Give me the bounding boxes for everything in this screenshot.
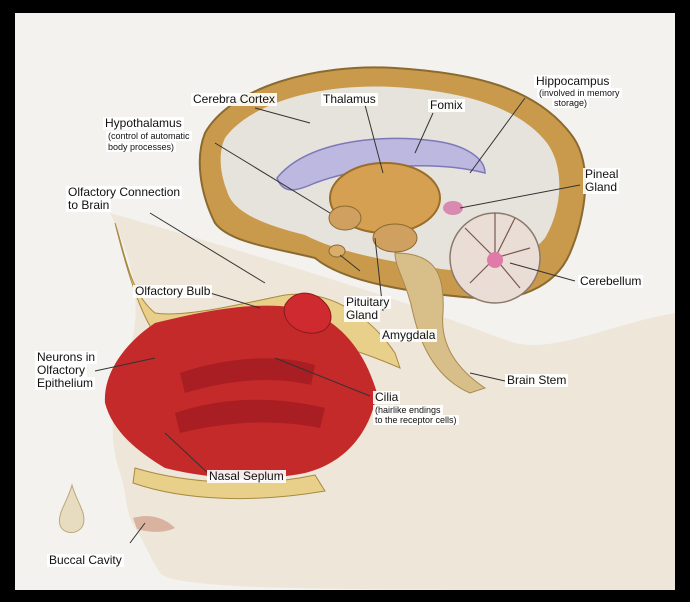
label-cerebellum: Cerebellum: [578, 274, 644, 288]
nasal-cavity: [104, 305, 378, 479]
palate-bone: [132, 467, 326, 500]
lips: [133, 516, 175, 532]
label-cilia: Cilia: [373, 390, 401, 404]
label-olfactory-connection-2: to Brain: [66, 198, 112, 212]
label-cilia-note-2: to the receptor cells): [373, 415, 459, 425]
label-neurons-1: Neurons in: [35, 350, 98, 364]
label-pineal-gland-2: Gland: [583, 180, 620, 194]
label-fornix: Fomix: [428, 98, 465, 112]
brain-stem-shape: [394, 252, 487, 394]
label-pineal-gland-1: Pineal: [583, 167, 621, 181]
leader-lines: [94, 97, 581, 544]
label-olfactory-connection-1: Olfactory Connection: [66, 185, 183, 199]
label-hippocampus-note-2: storage): [552, 98, 590, 108]
cerebellum-core: [487, 252, 503, 268]
label-brain-stem: Brain Stem: [505, 373, 569, 387]
label-cilia-note-1: (hairlike endings: [373, 405, 443, 415]
label-neurons-3: Epithelium: [35, 376, 96, 390]
hypothalamus-shape: [328, 205, 362, 231]
nasal-turbinate-1: [180, 358, 315, 393]
label-hippocampus-note-1: (involved in memory: [537, 88, 622, 98]
label-hypothalamus-note-1: (control of automatic: [106, 131, 192, 141]
nasal-turbinate-2: [175, 399, 325, 433]
label-pituitary-gland-2: Gland: [344, 308, 381, 322]
label-hippocampus: Hippocampus: [534, 74, 612, 88]
nasal-drip: [58, 483, 85, 533]
label-thalamus: Thalamus: [321, 92, 378, 106]
label-nasal-septum: Nasal Seplum: [207, 469, 286, 483]
label-pituitary-gland-1: Pituitary: [344, 295, 392, 309]
label-amygdala: Amygdala: [380, 328, 438, 342]
pituitary-shape: [328, 244, 346, 258]
olfactory-bulb-shape: [283, 292, 332, 334]
label-cerebral-cortex: Cerebra Cortex: [191, 92, 278, 106]
cerebellum-branches: [464, 213, 531, 289]
diagram-panel: Cerebra Cortex Thalamus Fomix Hippocampu…: [15, 13, 675, 590]
label-neurons-2: Olfactory: [35, 363, 88, 377]
label-hypothalamus: Hypothalamus: [103, 116, 184, 130]
pineal-shape: [443, 201, 463, 215]
label-hypothalamus-note-2: body processes): [106, 142, 177, 152]
label-olfactory-bulb: Olfactory Bulb: [133, 284, 213, 298]
label-buccal-cavity: Buccal Cavity: [47, 553, 124, 567]
midbrain-shape: [372, 223, 418, 253]
anatomy-illustration: [58, 66, 675, 590]
